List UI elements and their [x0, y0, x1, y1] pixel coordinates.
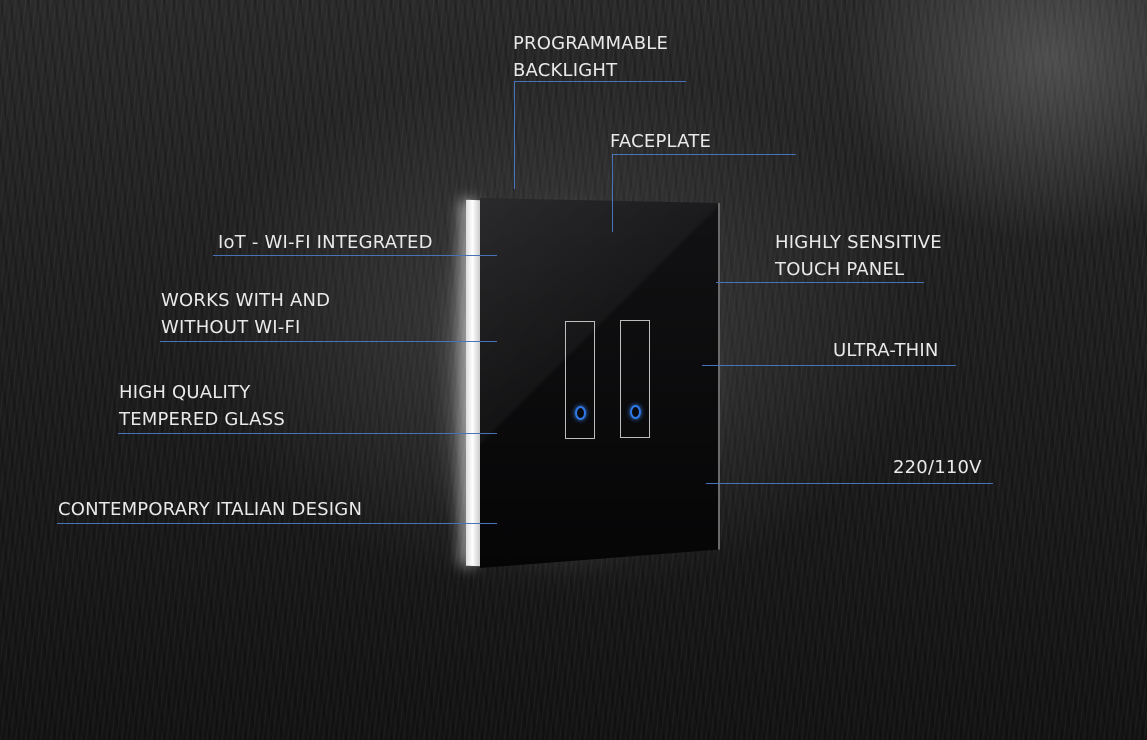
callout-works-with-without-wifi: WORKS WITH AND WITHOUT WI-FI	[161, 287, 330, 341]
callout-line-1: FACEPLATE	[610, 131, 712, 152]
leader-line	[160, 341, 497, 342]
leader-line	[702, 365, 956, 366]
leader-line	[706, 483, 993, 484]
callout-line-1: CONTEMPORARY ITALIAN DESIGN	[58, 499, 363, 520]
callout-line-1: HIGHLY SENSITIVE	[775, 232, 942, 253]
leader-line	[57, 523, 497, 524]
touch-key-left	[565, 321, 595, 439]
callout-line-2: TOUCH PANEL	[775, 259, 905, 280]
callout-iot-wifi: IoT - WI-FI INTEGRATED	[218, 229, 433, 256]
leader-line	[514, 81, 686, 82]
callout-line-2: TEMPERED GLASS	[119, 409, 285, 430]
led-indicator-icon	[630, 405, 641, 419]
callout-line-1: IoT - WI-FI INTEGRATED	[218, 232, 433, 253]
callout-faceplate: FACEPLATE	[610, 128, 711, 155]
leader-line	[118, 433, 497, 434]
callout-line-1: PROGRAMMABLE	[513, 33, 669, 54]
leader-line	[716, 282, 924, 283]
callout-programmable-backlight: PROGRAMMABLE BACKLIGHT	[513, 30, 668, 84]
leader-line	[213, 255, 497, 256]
leader-line	[612, 154, 613, 232]
callout-line-1: ULTRA-THIN	[833, 340, 939, 361]
touch-key-right	[620, 320, 650, 438]
led-indicator-icon	[575, 406, 586, 420]
callout-voltage: 220/110V	[893, 454, 982, 481]
leader-line	[514, 81, 515, 189]
callout-line-1: WORKS WITH AND	[161, 290, 331, 311]
callout-ultra-thin: ULTRA-THIN	[833, 337, 939, 364]
callout-line-2: BACKLIGHT	[513, 60, 618, 81]
leader-line	[612, 154, 796, 155]
callout-touch-panel: HIGHLY SENSITIVE TOUCH PANEL	[775, 229, 942, 283]
callout-italian-design: CONTEMPORARY ITALIAN DESIGN	[58, 496, 362, 523]
callout-line-1: 220/110V	[893, 457, 982, 478]
callout-line-2: WITHOUT WI-FI	[161, 317, 301, 338]
callout-tempered-glass: HIGH QUALITY TEMPERED GLASS	[119, 379, 285, 433]
switch-faceplate	[480, 198, 720, 568]
callout-line-1: HIGH QUALITY	[119, 382, 251, 403]
